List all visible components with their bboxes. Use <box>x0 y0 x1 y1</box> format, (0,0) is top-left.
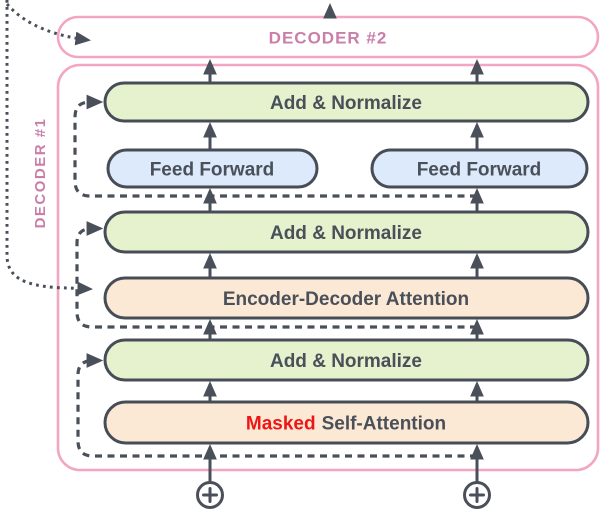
residual-dashed-arrow-middle <box>75 221 477 329</box>
feed-forward-left-label: Feed Forward <box>150 160 275 181</box>
add-normalize-middle-label: Add & Normalize <box>270 223 422 244</box>
plus-circle-icon-left <box>196 481 224 509</box>
add-normalize-bottom-label: Add & Normalize <box>270 351 422 372</box>
feed-forward-right-label: Feed Forward <box>417 160 542 181</box>
feed-forward-left-box <box>106 148 319 189</box>
decoder-1-label: DECODER #1 <box>32 118 49 229</box>
add-normalize-top-box <box>103 81 590 123</box>
plus-circle-icon-right <box>463 481 491 509</box>
decoder-2-label: DECODER #2 <box>269 29 388 48</box>
feed-forward-right-box <box>370 148 589 189</box>
residual-dashed-arrow-top <box>73 94 477 198</box>
residual-dashed-arrow-bottom <box>76 353 477 458</box>
masked-self-attention-box <box>103 400 590 445</box>
masked-self-attention-label: Masked Self-Attention <box>246 414 446 435</box>
self-attention-word: Self-Attention <box>322 414 447 435</box>
encoder-output-dotted-arrow-to-decoder2 <box>5 3 91 46</box>
encoder-decoder-attention-box <box>103 276 590 320</box>
add-normalize-top-label: Add & Normalize <box>270 93 422 114</box>
add-normalize-middle-box <box>103 210 590 254</box>
add-normalize-bottom-box <box>103 338 590 382</box>
masked-word: Masked <box>246 414 316 435</box>
encoder-decoder-attention-label: Encoder-Decoder Attention <box>223 289 469 310</box>
